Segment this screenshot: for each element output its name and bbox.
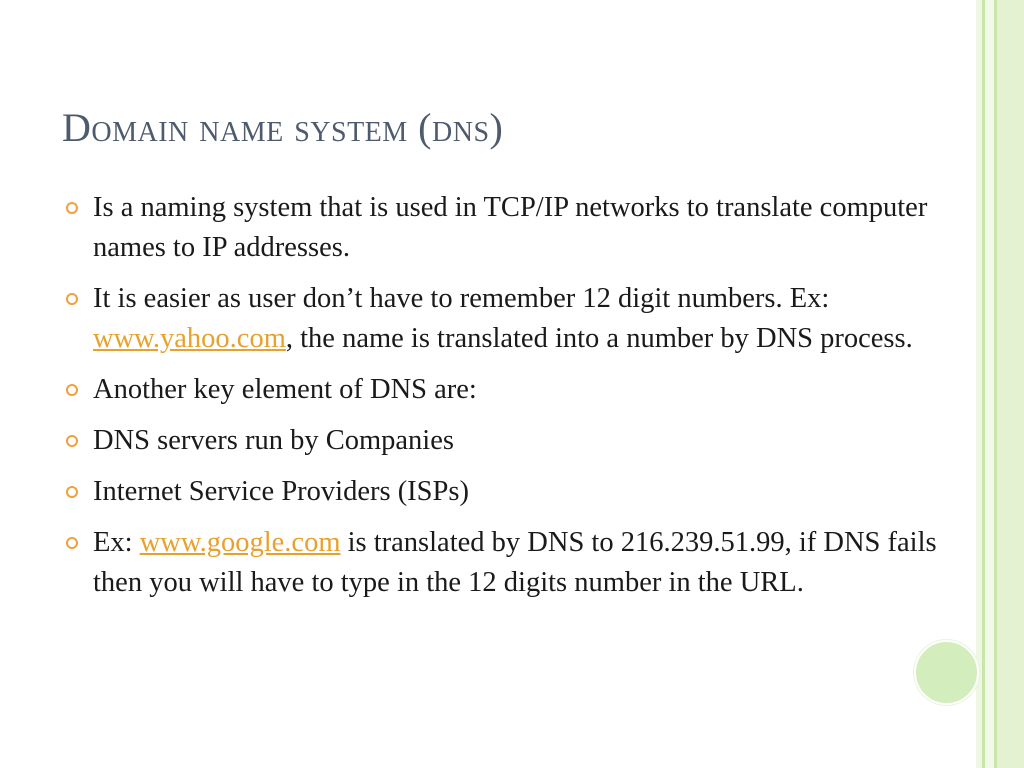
bullet-text: Is a naming system that is used in TCP/I… — [93, 192, 928, 263]
yahoo-link[interactable]: www.yahoo.com — [93, 323, 286, 354]
circle-bullet-icon — [66, 293, 78, 305]
border-stripe — [982, 0, 985, 768]
bullet-text: DNS servers run by Companies — [93, 425, 454, 456]
bullet-text: It is easier as user don’t have to remem… — [93, 283, 830, 314]
decorative-circle-icon — [914, 640, 979, 705]
bullet-item: Another key element of DNS are: — [62, 370, 942, 410]
slide-title: Domain name system (dns) — [62, 105, 504, 150]
border-stripe — [997, 0, 1024, 768]
bullet-item: Is a naming system that is used in TCP/I… — [62, 188, 942, 268]
bullet-text: Another key element of DNS are: — [93, 374, 477, 405]
bullet-text: is translated by DNS to 216.239.51.99, i… — [93, 527, 937, 598]
border-stripe — [976, 0, 982, 768]
bullet-text: Ex: — [93, 527, 140, 558]
bullet-item: Internet Service Providers (ISPs) — [62, 472, 942, 512]
border-stripe — [994, 0, 997, 768]
bullet-item: DNS servers run by Companies — [62, 421, 942, 461]
google-link[interactable]: www.google.com — [139, 527, 341, 558]
bullet-item: Ex: www.google.com is translated by DNS … — [62, 523, 942, 603]
circle-bullet-icon — [66, 537, 78, 549]
circle-bullet-icon — [66, 435, 78, 447]
circle-bullet-icon — [66, 384, 78, 396]
bullet-item: It is easier as user don’t have to remem… — [62, 279, 942, 359]
bullet-text: , the name is translated into a number b… — [285, 323, 913, 354]
bullet-text: Internet Service Providers (ISPs) — [93, 476, 469, 507]
border-stripe — [985, 0, 994, 768]
bullet-list: Is a naming system that is used in TCP/I… — [62, 188, 942, 614]
circle-bullet-icon — [66, 202, 78, 214]
circle-bullet-icon — [66, 486, 78, 498]
